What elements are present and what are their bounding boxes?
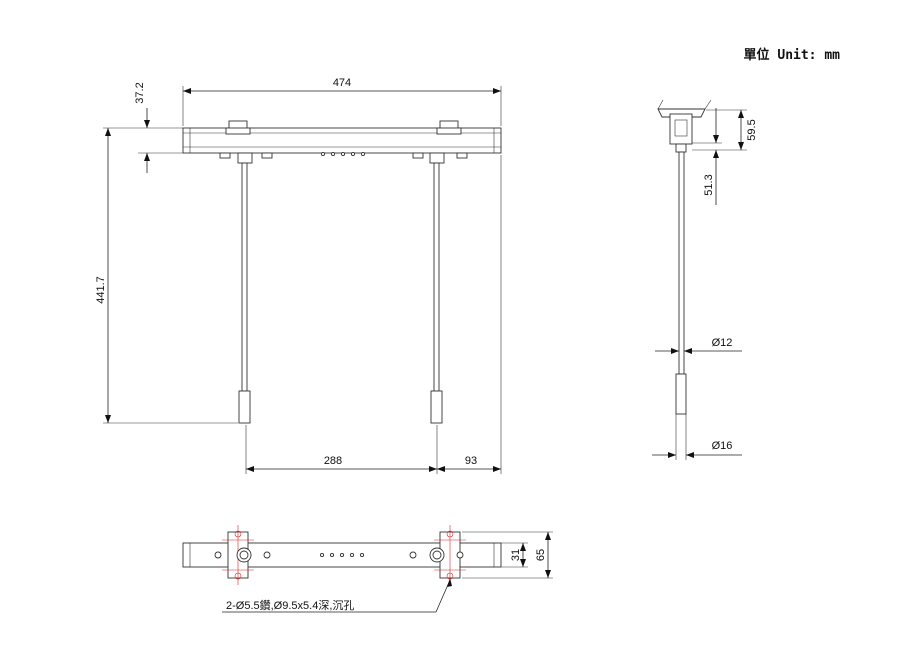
rod-right — [433, 162, 440, 392]
bottom-hole — [456, 551, 464, 559]
dim-side-top: 59.5 — [746, 119, 758, 140]
rod-mount-right — [429, 152, 445, 164]
bottom-view: 31 65 2-Ø5.5鑽,Ø9.5x5.4深,沉孔 — [182, 525, 553, 613]
dim-bottom-spacing: 288 — [324, 455, 342, 467]
dim-outer-depth: 65 — [535, 549, 547, 561]
front-view: 474 37.2 441.7 288 93 — [95, 77, 502, 474]
bottom-hole — [263, 551, 271, 559]
hole-note: 2-Ø5.5鑽,Ø9.5x5.4深,沉孔 — [226, 598, 354, 612]
rod-mount-left — [237, 152, 253, 164]
foot-right — [430, 390, 443, 424]
dim-width: 474 — [333, 77, 351, 89]
dim-right-offset: 93 — [465, 455, 477, 467]
dim-side-inner: 51.3 — [703, 174, 715, 195]
bottom-hole — [214, 551, 222, 559]
dim-inner-depth: 31 — [510, 549, 522, 561]
dim-foot-diameter: Ø16 — [712, 440, 733, 452]
bottom-led-dots — [319, 552, 365, 558]
side-profile — [669, 113, 693, 145]
side-foot — [675, 373, 687, 415]
unit-label: 單位 Unit: mm — [743, 48, 840, 63]
foot-left — [238, 390, 251, 424]
dim-rod-diameter: Ø12 — [712, 337, 733, 349]
side-view: 59.5 51.3 Ø12 Ø16 — [652, 99, 758, 460]
rod-left — [241, 162, 248, 392]
dim-top-height: 37.2 — [134, 82, 146, 103]
bottom-hole — [409, 551, 417, 559]
bottom-clamp-left — [222, 525, 254, 585]
bottom-clamp-right — [429, 525, 466, 585]
dim-total-height: 441.7 — [95, 276, 107, 304]
side-rod — [678, 151, 685, 375]
front-led-dots — [320, 151, 366, 157]
